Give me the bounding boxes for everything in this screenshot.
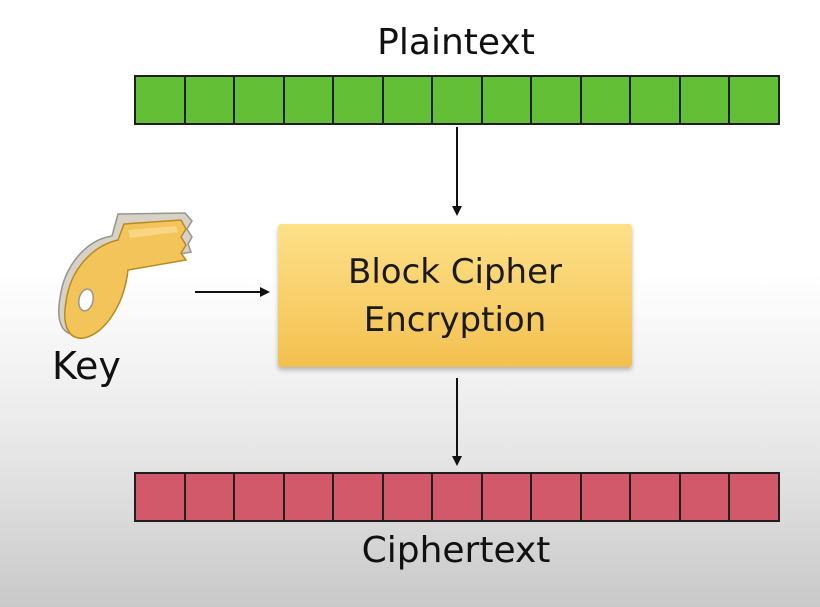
plaintext-block-row [134, 75, 780, 125]
ciphertext-block [730, 474, 778, 520]
plaintext-block [532, 77, 582, 123]
cipher-box-line-1: Block Cipher [348, 251, 562, 292]
ciphertext-block-row [134, 472, 780, 522]
plaintext-block [284, 77, 335, 123]
ciphertext-block [581, 474, 632, 520]
key-icon [58, 212, 193, 339]
ciphertext-block [185, 474, 236, 520]
ciphertext-block [136, 474, 186, 520]
ciphertext-block [334, 474, 384, 520]
plaintext-block [334, 77, 384, 123]
plaintext-block [136, 77, 186, 123]
plaintext-block [433, 77, 483, 123]
plaintext-block [631, 77, 681, 123]
plaintext-block [680, 77, 731, 123]
cipher-box-line-2: Encryption [363, 299, 547, 340]
plaintext-block [383, 77, 434, 123]
ciphertext-block [482, 474, 533, 520]
ciphertext-block [680, 474, 731, 520]
ciphertext-block [383, 474, 434, 520]
key-label: Key [52, 344, 121, 388]
plaintext-block [730, 77, 778, 123]
plaintext-block [235, 77, 285, 123]
plaintext-block [185, 77, 236, 123]
ciphertext-block [284, 474, 335, 520]
plaintext-block [482, 77, 533, 123]
ciphertext-block [235, 474, 285, 520]
ciphertext-block [631, 474, 681, 520]
ciphertext-block [433, 474, 483, 520]
plaintext-block [581, 77, 632, 123]
plaintext-label: Plaintext [377, 22, 535, 63]
ciphertext-block [532, 474, 582, 520]
ciphertext-label: Ciphertext [361, 530, 551, 571]
block-cipher-encryption-box: Block Cipher Encryption [278, 224, 632, 367]
